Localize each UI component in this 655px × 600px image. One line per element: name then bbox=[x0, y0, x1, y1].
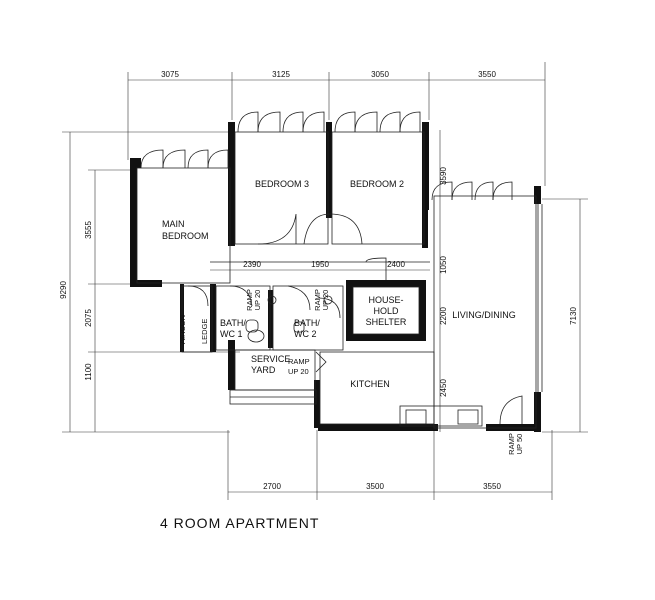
ramp-entrance-1: RAMP bbox=[507, 433, 516, 455]
living-dining-label: LIVING/DINING bbox=[452, 310, 516, 320]
dim-inner-2390: 2390 bbox=[243, 260, 261, 269]
ramp-bath1-1: RAMP bbox=[245, 289, 254, 311]
main-bedroom-label-2: BEDROOM bbox=[162, 231, 209, 241]
aircon-label-2: LEDGE bbox=[200, 319, 209, 344]
dim-top-1: 3075 bbox=[161, 70, 179, 79]
main-bedroom-label-1: MAIN bbox=[162, 219, 185, 229]
ramp-bath1-2: UP 20 bbox=[253, 290, 262, 311]
dim-top-3: 3050 bbox=[371, 70, 389, 79]
fixtures bbox=[245, 295, 479, 425]
bedroom3-label: BEDROOM 3 bbox=[255, 179, 309, 189]
ramp-entrance-2: UP 50 bbox=[515, 434, 524, 455]
window-swings bbox=[140, 111, 523, 425]
room-labels: MAIN BEDROOM BEDROOM 3 BEDROOM 2 LIVING/… bbox=[162, 179, 516, 389]
dim-top-2: 3125 bbox=[272, 70, 290, 79]
dim-left-3: 1100 bbox=[84, 363, 93, 381]
dim-inner-1050: 1050 bbox=[439, 256, 448, 274]
service-yard-label-1: SERVICE bbox=[251, 354, 290, 364]
dimension-lines bbox=[62, 62, 588, 500]
dim-inner-3590: 3590 bbox=[439, 167, 448, 185]
dim-inner-2200: 2200 bbox=[439, 307, 448, 325]
dim-left-overall: 9290 bbox=[59, 281, 68, 299]
walls bbox=[130, 122, 541, 432]
aircon-label-1: AIRCON bbox=[178, 315, 187, 344]
bedroom2-label: BEDROOM 2 bbox=[350, 179, 404, 189]
ramp-service-2: UP 20 bbox=[288, 367, 309, 376]
ramp-service-1: RAMP bbox=[288, 357, 310, 366]
service-yard-label-2: YARD bbox=[251, 365, 276, 375]
outlines bbox=[136, 131, 543, 429]
dim-top-4: 3550 bbox=[478, 70, 496, 79]
dim-bottom-2: 3500 bbox=[366, 482, 384, 491]
dim-inner-1950: 1950 bbox=[311, 260, 329, 269]
shelter-label-3: SHELTER bbox=[366, 317, 407, 327]
dim-left-2: 2075 bbox=[84, 309, 93, 327]
dim-left-1: 3555 bbox=[84, 221, 93, 239]
dim-inner-2450: 2450 bbox=[439, 379, 448, 397]
dim-right-overall: 7130 bbox=[569, 307, 578, 325]
dim-bottom-1: 2700 bbox=[263, 482, 281, 491]
ramp-labels: RAMP UP 20 RAMP UP 20 RAMP UP 20 RAMP UP… bbox=[245, 289, 524, 455]
bath2-label-1: BATH/ bbox=[294, 318, 320, 328]
shelter-label-2: HOLD bbox=[373, 306, 399, 316]
ramp-bath2-2: UP 20 bbox=[321, 290, 330, 311]
shelter-label-1: HOUSE- bbox=[368, 295, 403, 305]
bath1-label-1: BATH/ bbox=[220, 318, 246, 328]
dim-bottom-3: 3550 bbox=[483, 482, 501, 491]
dim-inner-2400: 2400 bbox=[387, 260, 405, 269]
bath1-label-2: WC 1 bbox=[220, 329, 243, 339]
ramp-bath2-1: RAMP bbox=[313, 289, 322, 311]
dimension-labels: 3075 3125 3050 3550 2700 3500 3550 9290 … bbox=[59, 70, 578, 491]
plan-title: 4 ROOM APARTMENT bbox=[160, 515, 319, 531]
kitchen-label: KITCHEN bbox=[350, 379, 390, 389]
bath2-label-2: WC 2 bbox=[294, 329, 317, 339]
